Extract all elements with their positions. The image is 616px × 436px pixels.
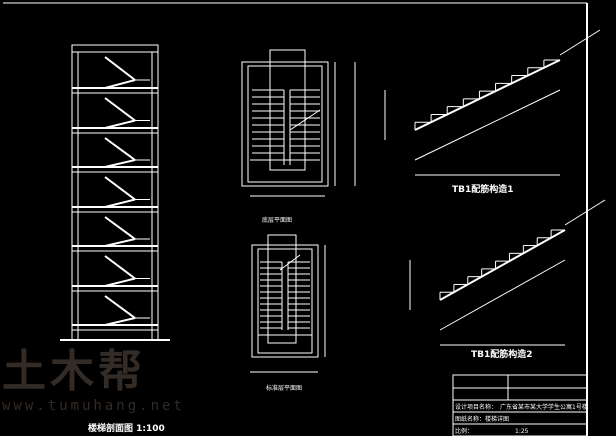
stair-flight: [104, 277, 136, 287]
title-block: 设计项目名称： 广东省某市某大学学生公寓1号楼 图纸名称：楼梯详图 比例： 1:…: [452, 374, 588, 436]
stair-plan-1: [241, 49, 356, 197]
reinforcement-detail-1: [384, 29, 601, 176]
slab-bottom: [414, 89, 561, 161]
stair-flight: [104, 56, 136, 81]
plan2-title: 标准层平面图: [266, 384, 302, 392]
plan1-title: 底层平面图: [262, 216, 292, 224]
stair-flight: [104, 97, 136, 122]
slab-bottom: [439, 259, 566, 331]
leader-line: [564, 199, 606, 226]
stair-slab: [439, 229, 566, 301]
stair-flight: [104, 317, 136, 326]
stair-flight: [104, 198, 136, 208]
break-line: [279, 254, 301, 271]
section-title: 楼梯剖面图 1:100: [88, 422, 165, 434]
stair-flight: [104, 159, 136, 168]
stair-flight: [104, 119, 136, 129]
leader-line: [559, 29, 601, 56]
stair-flight: [104, 295, 136, 319]
detail1-title: TB1配筋构造1: [452, 183, 514, 195]
stair-plan-2: [250, 234, 326, 373]
stair-flight: [104, 255, 136, 280]
project-name: 广东省某市某大学学生公寓1号楼: [500, 403, 588, 411]
scale-value: 1:25: [515, 428, 529, 435]
drawing-frame: [3, 2, 588, 436]
detail2-title: TB1配筋构造2: [471, 348, 533, 360]
stair-flight: [104, 238, 136, 247]
watermark-url: www.tumuhang.net: [2, 398, 185, 414]
project-label: 设计项目名称：: [455, 403, 497, 411]
stair-slab: [414, 59, 561, 131]
watermark-logo: 土木帮: [2, 346, 146, 397]
stair-flight: [104, 79, 136, 89]
reinforcement-detail-2: [409, 199, 606, 346]
scale-label: 比例：: [455, 427, 473, 435]
stair-flight: [104, 137, 136, 161]
stair-section: [60, 44, 170, 341]
drawing-name: 图纸名称：楼梯详图: [455, 415, 509, 423]
break-line: [289, 109, 321, 131]
stair-flight: [104, 216, 136, 240]
stair-flight: [104, 176, 136, 201]
